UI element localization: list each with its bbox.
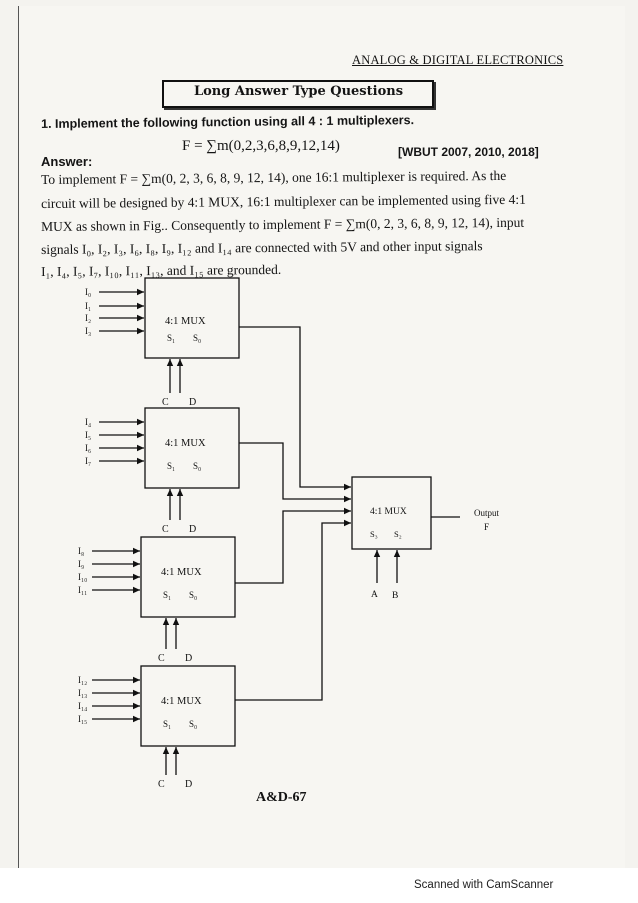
- mux-block-label-1: 4:1 MUX: [165, 316, 206, 327]
- mux-select-s1-2: S₁: [167, 461, 175, 471]
- input-label-10: I₁₀: [78, 572, 87, 582]
- input-label-13: I₁₃: [78, 688, 87, 698]
- select-label-d-4: D: [185, 779, 192, 790]
- input-label-6: I₆: [85, 443, 91, 453]
- mux-select-s0-1: S₀: [193, 333, 201, 343]
- mux-block-1: [144, 277, 240, 359]
- final-select-label-b: B: [392, 591, 398, 601]
- mux-output-wire-3: [235, 507, 351, 584]
- input-label-4: I₄: [85, 417, 91, 427]
- output-variable: F: [484, 522, 489, 532]
- select-label-c-4: C: [158, 779, 165, 790]
- mux-select-s1-1: S₁: [167, 333, 175, 343]
- mux-select-s0-2: S₀: [193, 461, 201, 471]
- mux-output-wire-1: [239, 326, 351, 491]
- select-label-d-2: D: [189, 524, 196, 535]
- final-mux-label: 4:1 MUX: [370, 507, 407, 517]
- select-label-c-1: C: [162, 397, 169, 408]
- input-label-11: I₁₁: [78, 585, 87, 595]
- input-label-5: I₅: [85, 430, 91, 440]
- scanner-watermark: Scanned with CamScanner: [414, 879, 554, 891]
- mux-output-wire-2: [239, 442, 351, 503]
- answer-label: Answer:: [41, 154, 93, 169]
- final-select-s3: S₃: [370, 529, 378, 539]
- input-label-3: I₃: [85, 326, 91, 336]
- mux-block-label-2: 4:1 MUX: [165, 438, 206, 449]
- final-select-s2: S₂: [394, 529, 402, 539]
- page-sheet: [18, 6, 625, 868]
- mux-select-s1-3: S₁: [163, 590, 171, 600]
- input-label-12: I₁₂: [78, 675, 87, 685]
- section-title: Long Answer Type Questions: [194, 84, 404, 99]
- exam-citation: [WBUT 2007, 2010, 2018]: [398, 145, 539, 159]
- mux-select-s0-4: S₀: [189, 719, 197, 729]
- running-header: ANALOG & DIGITAL ELECTRONICS: [352, 53, 564, 67]
- select-label-c-2: C: [162, 524, 169, 535]
- input-label-15: I₁₅: [78, 714, 87, 724]
- mux-block-4: [140, 665, 236, 747]
- mux-block-3: [140, 536, 236, 618]
- input-label-9: I₉: [78, 559, 84, 569]
- select-label-d-1: D: [189, 397, 196, 408]
- mux-select-s1-4: S₁: [163, 719, 171, 729]
- input-label-7: I₇: [85, 456, 91, 466]
- section-title-box: [162, 80, 434, 108]
- page-number: A&D-67: [256, 790, 307, 805]
- scanner-footer-bar: [0, 868, 638, 903]
- mux-select-s0-3: S₀: [189, 590, 197, 600]
- input-label-8: I₈: [78, 546, 84, 556]
- select-label-c-3: C: [158, 653, 165, 664]
- final-mux-block: [351, 476, 432, 550]
- mux-block-2: [144, 407, 240, 489]
- mux-block-label-4: 4:1 MUX: [161, 696, 202, 707]
- select-label-d-3: D: [185, 653, 192, 664]
- output-label: Output: [474, 508, 500, 518]
- input-label-2: I₂: [85, 313, 91, 323]
- input-label-0: I₀: [85, 287, 91, 297]
- mux-output-wire-4: [235, 519, 351, 701]
- input-label-14: I₁₄: [78, 701, 87, 711]
- question-formula: F = ∑m(0,2,3,6,8,9,12,14): [182, 138, 340, 154]
- final-select-label-a: A: [371, 590, 378, 600]
- input-label-1: I₁: [85, 301, 91, 311]
- mux-block-label-3: 4:1 MUX: [161, 567, 202, 578]
